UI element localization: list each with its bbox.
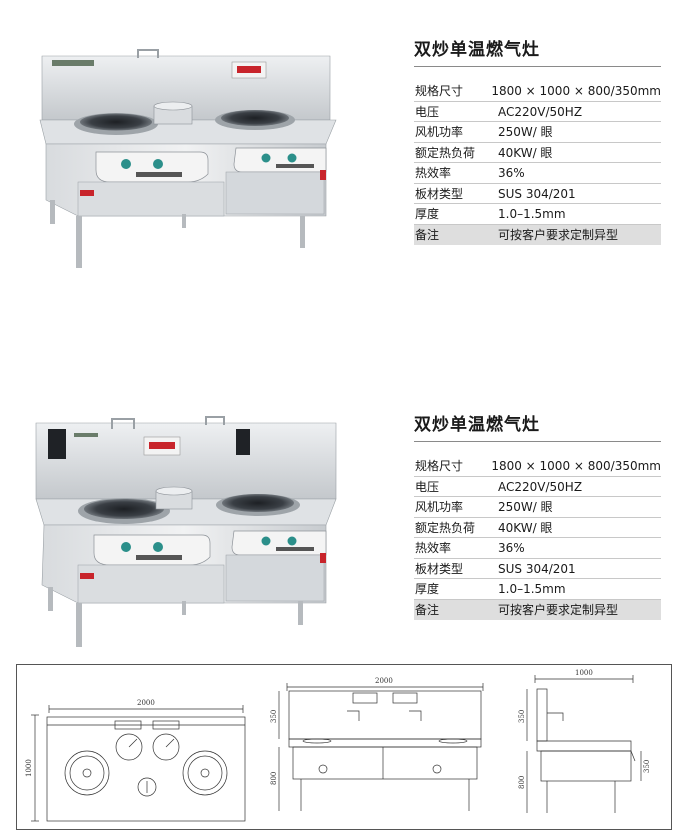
spec-label: 规格尺寸 <box>415 84 464 98</box>
dim-front-splash: 350 <box>270 710 278 723</box>
control-knob-icon <box>121 153 314 177</box>
product-title: 双炒单温燃气灶 <box>414 40 540 60</box>
spec-value: 1800 × 1000 × 800/350mm <box>491 84 661 98</box>
spec-value: AC220V/50HZ <box>498 104 583 119</box>
spec-panel-1: 双炒单温燃气灶 规格尺寸 1800 × 1000 × 800/350mm 电压 AC… <box>414 38 661 245</box>
spec-label: 厚度 <box>415 207 440 221</box>
spec-row: 额定热负荷 40KW/ 眼 <box>414 143 661 163</box>
spec-label: 板材类型 <box>415 561 464 576</box>
spec-label: 板材类型 <box>415 186 464 201</box>
spec-row: 规格尺寸 1800 × 1000 × 800/350mm <box>414 456 661 477</box>
spec-label: 备注 <box>415 227 440 242</box>
spec-label: 额定热负荷 <box>415 145 476 160</box>
panel-label-strip <box>52 60 94 66</box>
drawing-canvas: 2000 1000 2000 350 800 1000 350 800 350 <box>25 669 651 822</box>
dim-top-depth: 1000 <box>25 759 33 777</box>
spec-value: 可按客户要求定制异型 <box>498 227 619 242</box>
spec-value: 250W/ 眼 <box>498 500 553 514</box>
spec-value: AC220V/50HZ <box>498 479 583 494</box>
wok-burner-icon <box>84 499 164 519</box>
product-photo-1 <box>39 49 337 268</box>
spec-row: 板材类型 SUS 304/201 <box>414 184 661 204</box>
spec-label: 备注 <box>415 602 440 617</box>
faucet-handle <box>111 418 135 429</box>
spec-value: 1.0–1.5mm <box>498 582 566 596</box>
spec-row-note: 备注 可按客户要求定制异型 <box>414 599 661 620</box>
spec-row: 风机功率 250W/ 眼 <box>414 497 661 518</box>
dim-front-height: 800 <box>270 772 278 785</box>
dim-side-height: 800 <box>518 776 526 789</box>
dim-front-width: 2000 <box>375 677 393 685</box>
spec-row: 厚度 1.0–1.5mm <box>414 204 661 225</box>
spec-row: 电压 AC220V/50HZ <box>414 102 661 122</box>
faucet-handle <box>205 416 225 425</box>
fan-switch-icon <box>48 429 66 459</box>
dim-top-width: 2000 <box>137 699 155 707</box>
spec-row: 厚度 1.0–1.5mm <box>414 579 661 600</box>
side-view <box>526 675 642 813</box>
spec-value: 40KW/ 眼 <box>498 520 553 535</box>
spec-table: 规格尺寸 1800 × 1000 × 800/350mm 电压 AC220V/50H… <box>414 456 661 620</box>
wok-burner-icon <box>221 110 289 126</box>
spec-table: 规格尺寸 1800 × 1000 × 800/350mm 电压 AC220V/50H… <box>414 81 661 245</box>
product-title: 双炒单温燃气灶 <box>414 415 540 435</box>
spec-label: 电压 <box>415 104 440 119</box>
top-view <box>31 705 246 822</box>
spec-value: 1.0–1.5mm <box>498 207 566 221</box>
spec-row: 热效率 36% <box>414 538 661 559</box>
spec-row: 额定热负荷 40KW/ 眼 <box>414 518 661 538</box>
spec-row: 风机功率 250W/ 眼 <box>414 122 661 143</box>
dim-side-splash: 350 <box>518 710 526 723</box>
product-photo-2 <box>35 416 337 647</box>
spec-label: 厚度 <box>415 582 440 596</box>
spec-value: 可按客户要求定制异型 <box>498 602 619 617</box>
spec-value: SUS 304/201 <box>498 561 576 576</box>
spec-row-note: 备注 可按客户要求定制异型 <box>414 224 661 245</box>
spec-value: 1800 × 1000 × 800/350mm <box>491 459 661 473</box>
faucet-handle <box>137 49 159 58</box>
spec-label: 风机功率 <box>415 500 464 514</box>
spec-value: 250W/ 眼 <box>498 125 553 139</box>
spec-row: 板材类型 SUS 304/201 <box>414 559 661 579</box>
title-divider <box>414 66 661 67</box>
spec-label: 热效率 <box>415 541 452 555</box>
front-view <box>278 683 484 811</box>
spec-label: 规格尺寸 <box>415 459 464 473</box>
spec-row: 电压 AC220V/50HZ <box>414 477 661 497</box>
spec-row: 热效率 36% <box>414 163 661 184</box>
spec-value: SUS 304/201 <box>498 186 576 201</box>
dimension-labels: 2000 1000 2000 350 800 1000 350 800 350 <box>25 669 651 789</box>
spec-panel-2: 双炒单温燃气灶 规格尺寸 1800 × 1000 × 800/350mm 电压 AC… <box>414 413 661 620</box>
spec-value: 40KW/ 眼 <box>498 145 553 160</box>
spec-label: 电压 <box>415 479 440 494</box>
dim-side-depth: 1000 <box>575 669 593 677</box>
dim-side-side: 350 <box>643 760 651 773</box>
title-divider <box>414 441 661 442</box>
technical-drawing: 2000 1000 2000 350 800 1000 350 800 350 <box>16 664 672 830</box>
spec-label: 额定热负荷 <box>415 520 476 535</box>
spec-value: 36% <box>498 541 525 555</box>
spec-label: 风机功率 <box>415 125 464 139</box>
spec-row: 规格尺寸 1800 × 1000 × 800/350mm <box>414 81 661 102</box>
control-knob-icon <box>121 536 314 560</box>
spec-label: 热效率 <box>415 166 452 180</box>
wok-burner-icon <box>222 494 294 512</box>
fan-switch-icon <box>236 429 250 455</box>
wok-burner-icon <box>80 113 152 131</box>
spec-value: 36% <box>498 166 525 180</box>
